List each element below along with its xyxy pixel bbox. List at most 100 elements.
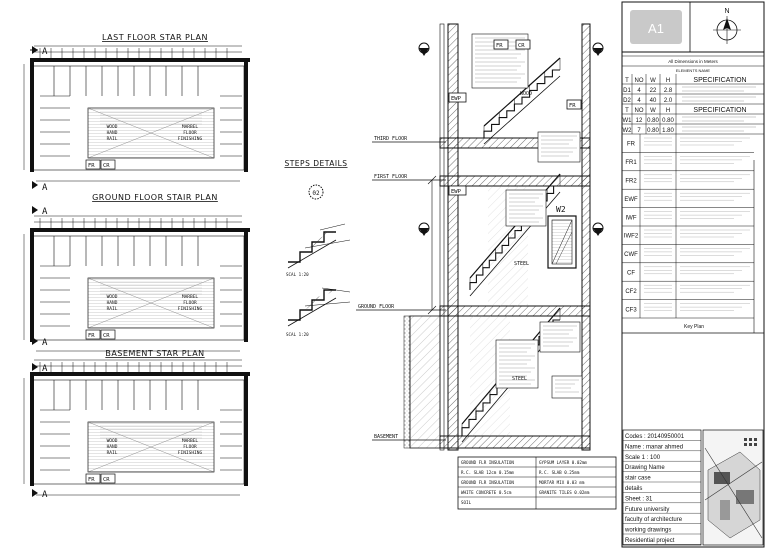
plan-wall <box>244 62 248 172</box>
last-floor-title: LAST FLOOR STAR PLAN <box>102 33 208 42</box>
schedule-count: 4 <box>637 98 641 104</box>
marble-floor-label: MARBEL <box>182 124 199 130</box>
tag-fr <box>85 473 101 484</box>
annotation-box <box>505 189 547 227</box>
marble-floor-label: FLOOR <box>183 300 197 306</box>
annotation-box <box>551 375 583 399</box>
wood-hand-rail-label: HAND <box>107 130 118 136</box>
plan-wall <box>30 58 250 62</box>
parcel <box>744 438 747 441</box>
svg-text:FR: FR <box>569 103 576 109</box>
parcel <box>754 438 757 441</box>
tag-cr: CR <box>515 39 531 50</box>
plan-wall <box>244 376 248 486</box>
schedule-header: T <box>625 108 629 114</box>
material-code: IWF2 <box>624 234 639 240</box>
cr-tag: CR <box>103 477 110 483</box>
plan-wall <box>30 372 250 376</box>
well-diagonal <box>87 421 215 473</box>
window-tag: W2 <box>556 205 566 214</box>
tag-ewp: EWP <box>448 185 467 196</box>
plan-outline <box>31 235 245 341</box>
legend-item: SOIL <box>461 500 472 505</box>
step-detail-upper: SCAL 1:20 <box>286 223 351 277</box>
key-plan-label: Key Plan <box>684 324 704 330</box>
detail-marker: 02 <box>312 190 320 197</box>
marble-floor-label: FINISHING <box>178 306 203 312</box>
tag-cr <box>100 329 116 340</box>
svg-text:BASEMENT: BASEMENT <box>374 434 398 440</box>
road-line <box>704 447 763 539</box>
info-line: Future university <box>625 507 669 513</box>
material-code: CF3 <box>625 307 637 313</box>
wood-hand-rail-label: WOOD <box>107 294 118 300</box>
svg-text:GROUND FLOOR: GROUND FLOOR <box>358 304 395 310</box>
svg-text:A: A <box>42 183 48 193</box>
svg-text:FIRST FLOOR: FIRST FLOOR <box>374 174 408 180</box>
wood-hand-rail-label: WOOD <box>107 438 118 444</box>
info-line: faculty of architecture <box>625 517 683 523</box>
tag-ewp: EWP <box>448 92 467 103</box>
material-code: IWF <box>626 215 637 221</box>
stair-section: W2 EWP EWP FR CR FR WOOD STEEL STEEL <box>356 23 604 451</box>
schedule-count: 4 <box>637 88 641 94</box>
plan-wall <box>244 232 248 342</box>
key-map <box>702 429 764 546</box>
wood-hand-rail-label: WOOD <box>107 124 118 130</box>
plan-outline <box>31 65 245 171</box>
section-marker-a: A <box>32 337 48 348</box>
section-marker-a: A <box>32 363 48 374</box>
marble-floor-label: FLOOR <box>183 130 197 136</box>
parcel <box>754 443 757 446</box>
dimensions-note: All Dimensions in Meters <box>668 59 718 64</box>
handrail <box>483 57 561 127</box>
info-line: details <box>625 486 642 492</box>
schedule-header: NO <box>635 78 644 84</box>
well-diagonal <box>87 277 215 329</box>
info-line: Drawing Name <box>625 465 665 471</box>
svg-text:EWP: EWP <box>451 189 462 195</box>
schedule-type: D2 <box>623 98 631 104</box>
sheet-code: A1 <box>648 21 664 36</box>
section-marker-a: A <box>32 181 48 193</box>
legend-item: R.C. SLAB 12cm 0.15mm <box>461 470 514 475</box>
section-marker-a: A <box>32 206 48 217</box>
schedule-header: SPECIFICATION <box>693 77 746 84</box>
stair-soffit <box>483 75 561 145</box>
material-code: FR <box>627 142 636 148</box>
detail-marker-icon <box>308 184 324 200</box>
schedule-header: W <box>650 108 656 114</box>
marble-floor-label: MARBEL <box>182 294 199 300</box>
level-first: FIRST FLOOR <box>372 174 446 181</box>
north-label: N <box>724 8 729 15</box>
schedule-header: H <box>666 108 670 114</box>
material-code: CF2 <box>625 289 637 295</box>
material-code: CWF <box>624 252 638 258</box>
cr-tag: CR <box>103 163 110 169</box>
building-block <box>736 490 754 504</box>
schedule-height: 1.80 <box>662 128 674 134</box>
sheet-code-badge <box>630 10 682 44</box>
plan-wall <box>30 228 250 232</box>
material-tag-steel: STEEL <box>514 261 529 267</box>
schedule-subtitle: ELEMENTS NAME <box>676 68 711 73</box>
material-code: EWF <box>624 197 638 203</box>
schedule-type: D1 <box>623 88 631 94</box>
schedule-width: 22 <box>650 88 657 94</box>
wood-hand-rail-label: HAND <box>107 444 118 450</box>
annotation-box <box>537 131 581 163</box>
svg-text:CR: CR <box>518 43 525 49</box>
tag-cr <box>100 473 116 484</box>
schedule-header: H <box>666 78 670 84</box>
building-block <box>720 500 730 520</box>
legend-item: R.C. SLAB 0.25mm <box>539 470 580 475</box>
marble-floor-label: FLOOR <box>183 444 197 450</box>
plan-outline <box>31 379 245 485</box>
step-detail-scale: SCAL 1:20 <box>286 272 309 277</box>
